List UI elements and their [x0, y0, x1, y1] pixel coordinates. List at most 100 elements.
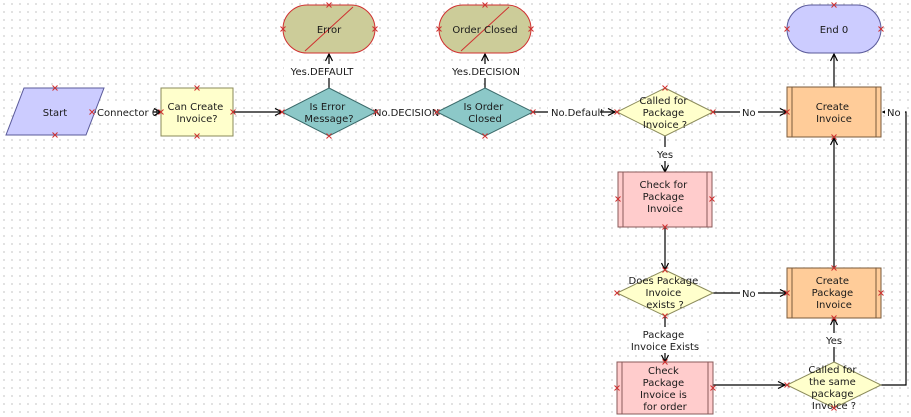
- connection-handle: [373, 109, 379, 115]
- node-is-order-closed[interactable]: Is Order Closed: [435, 87, 535, 137]
- node-can-create-invoice-label-line-1: Can Create: [167, 102, 223, 113]
- node-can-create-invoice[interactable]: Can Create Invoice?: [160, 87, 234, 137]
- edge-label-no-2: No: [742, 289, 756, 300]
- edge-label-connector-0: Connector 0: [97, 108, 158, 119]
- node-create-invoice-label-line-2: Invoice: [816, 114, 852, 125]
- connection-handle: [710, 385, 716, 391]
- node-check-for-package-invoice-label-line-2: Package: [643, 192, 684, 203]
- connection-handle: [710, 109, 716, 115]
- edge-called-same-to-create-invoice[interactable]: [881, 112, 907, 386]
- node-is-error-message-label: Is Error Message?: [304, 102, 353, 125]
- node-order-closed-label: Order Closed: [452, 25, 517, 36]
- connection-handle: [878, 26, 884, 32]
- connection-handle: [326, 2, 332, 8]
- connection-handle: [482, 133, 488, 139]
- edge-label-no-3: No: [887, 108, 901, 119]
- edge-label-yes-2: Yes: [825, 336, 842, 347]
- node-is-error-message-label-line-1: Is Error: [310, 102, 347, 113]
- connection-handle: [831, 405, 837, 411]
- node-is-error-message[interactable]: Is Error Message?: [280, 87, 378, 137]
- node-does-package-invoice-exists-label-line-3: exists ?: [646, 300, 684, 311]
- connection-handle: [614, 290, 620, 296]
- connection-handle: [662, 267, 668, 273]
- node-create-package-invoice-label-line-1: Create: [816, 276, 849, 287]
- node-create-invoice-label: Create Invoice: [816, 102, 852, 125]
- node-create-package-invoice-label: Create Package Invoice: [812, 276, 857, 311]
- node-does-package-invoice-exists-label: Does Package Invoice exists ?: [629, 276, 702, 311]
- connection-handle: [52, 132, 58, 138]
- connection-handle: [530, 109, 536, 115]
- node-does-package-invoice-exists[interactable]: Does Package Invoice exists ?: [615, 269, 715, 317]
- node-end-0[interactable]: End 0: [786, 4, 882, 54]
- node-error[interactable]: Error: [282, 4, 376, 54]
- edge-label-package-invoice-exists-line-1: Package: [643, 330, 684, 341]
- connection-handle: [434, 109, 440, 115]
- connection-handle: [436, 26, 442, 32]
- node-is-error-message-label-line-2: Message?: [304, 114, 353, 125]
- node-create-invoice-label-line-1: Create: [816, 102, 849, 113]
- edge-label-no-default: No.Default: [551, 108, 604, 119]
- node-does-package-invoice-exists-label-line-1: Does Package: [629, 276, 699, 287]
- connection-handle: [482, 2, 488, 8]
- node-called-for-package-invoice-label-line-1: Called for: [639, 96, 688, 107]
- connection-handle: [878, 290, 884, 296]
- node-create-package-invoice-label-line-3: Invoice: [816, 300, 852, 311]
- node-is-order-closed-label: Is Order Closed: [464, 102, 507, 125]
- edge-label-yes-decision: Yes.DECISION: [451, 67, 520, 78]
- node-can-create-invoice-label: Can Create Invoice?: [167, 102, 226, 125]
- node-called-for-package-invoice-label: Called for Package Invoice ?: [639, 96, 690, 131]
- connection-handle: [614, 385, 620, 391]
- connection-handle: [662, 85, 668, 91]
- connection-handle: [784, 109, 790, 115]
- connection-handle: [831, 265, 837, 271]
- node-called-for-same-package-invoice-label-line-1: Called for: [808, 365, 857, 376]
- node-is-order-closed-label-line-1: Is Order: [464, 102, 505, 113]
- edge-label-no-decision: No.DECISION: [374, 108, 439, 119]
- node-check-for-package-invoice-label-line-1: Check for: [640, 180, 689, 191]
- node-called-for-package-invoice[interactable]: Called for Package Invoice ?: [615, 87, 715, 137]
- connection-handle: [831, 2, 837, 8]
- node-called-for-same-package-invoice-label-line-2: the same: [809, 377, 856, 388]
- connection-handle: [784, 26, 790, 32]
- connection-handle: [615, 196, 621, 202]
- connection-handle: [158, 109, 164, 115]
- connection-handle: [372, 26, 378, 32]
- connection-handle: [831, 134, 837, 140]
- node-is-order-closed-label-line-2: Closed: [468, 114, 502, 125]
- node-create-invoice[interactable]: Create Invoice: [786, 86, 882, 138]
- connection-handle: [230, 109, 236, 115]
- connection-handle: [784, 382, 790, 388]
- node-create-package-invoice-label-line-2: Package: [812, 288, 853, 299]
- node-check-for-package-invoice-label-line-3: Invoice: [647, 204, 683, 215]
- node-create-package-invoice[interactable]: Create Package Invoice: [786, 267, 882, 319]
- edge-label-no-1: No: [742, 108, 756, 119]
- connection-handle: [279, 109, 285, 115]
- node-error-label: Error: [317, 25, 342, 36]
- node-called-for-same-package-invoice[interactable]: Called for the same package Invoice ?: [785, 361, 883, 412]
- connection-handle: [662, 359, 668, 365]
- connection-handle: [662, 224, 668, 230]
- connection-handle: [784, 290, 790, 296]
- connection-handle: [662, 313, 668, 319]
- node-start-label: Start: [43, 108, 68, 119]
- node-order-closed[interactable]: Order Closed: [438, 4, 532, 54]
- connection-handle: [831, 315, 837, 321]
- node-check-package-invoice-is-for-order-label-line-1: Check: [648, 366, 679, 377]
- edge-label-yes-1: Yes: [656, 150, 673, 161]
- connection-handle: [326, 133, 332, 139]
- node-check-for-package-invoice[interactable]: Check for Package Invoice: [617, 171, 713, 228]
- node-check-for-package-invoice-label: Check for Package Invoice: [640, 180, 691, 215]
- node-start[interactable]: Start: [5, 87, 105, 136]
- connection-handle: [614, 109, 620, 115]
- edge-label-package-invoice-exists: Package Invoice Exists: [631, 330, 699, 353]
- edge-labels: Connector 0 Yes.DEFAULT No.DECISION Yes.…: [96, 64, 905, 353]
- node-called-for-package-invoice-label-line-3: Invoice ?: [643, 120, 687, 131]
- connection-handle: [280, 26, 286, 32]
- node-check-package-invoice-is-for-order-label-line-2: Package: [643, 378, 684, 389]
- edge-label-package-invoice-exists-line-2: Invoice Exists: [631, 342, 699, 353]
- edge-label-yes-default: Yes.DEFAULT: [290, 67, 355, 78]
- node-called-for-same-package-invoice-label: Called for the same package Invoice ?: [808, 365, 859, 412]
- connection-handle: [194, 133, 200, 139]
- node-check-package-invoice-is-for-order[interactable]: Check Package Invoice is for order: [616, 361, 714, 415]
